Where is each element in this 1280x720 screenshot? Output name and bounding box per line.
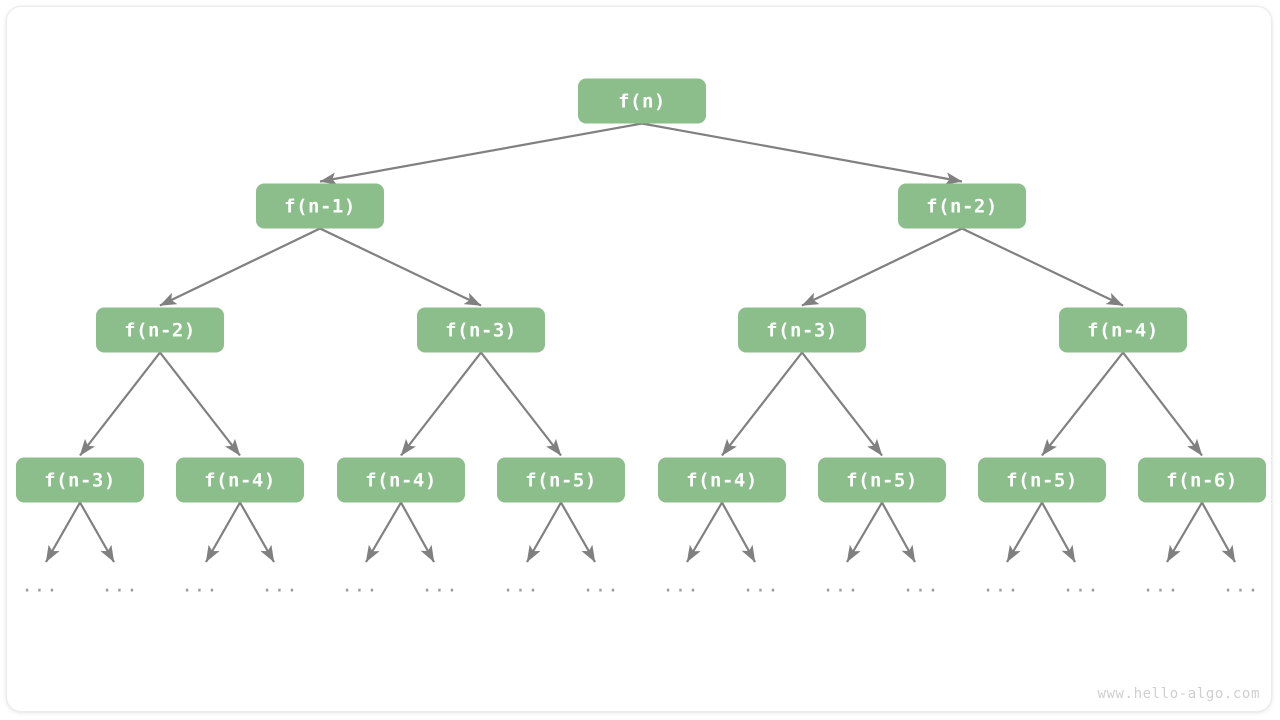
tree-edge-n4-to-n10 <box>480 351 562 457</box>
ellipsis-marker: ... <box>21 575 58 597</box>
leaf-edge-n12-to-e11 <box>881 501 916 563</box>
node-box <box>1138 457 1266 503</box>
edges-layer <box>79 122 1203 457</box>
tree-edge-n3-to-n8 <box>159 351 241 457</box>
ellipsis-marker: ... <box>1142 575 1179 597</box>
tree-edge-n4-to-n9 <box>400 351 482 457</box>
ellipsis-marker: ... <box>101 575 138 597</box>
node-box <box>578 78 706 124</box>
node-box <box>417 307 545 353</box>
ellipsis-marker: ... <box>902 575 939 597</box>
tree-edge-n1-to-n3 <box>159 227 321 307</box>
node-box <box>978 457 1106 503</box>
tree-node-n7[interactable]: f(n-3) <box>16 457 144 503</box>
tree-edge-n1-to-n4 <box>319 227 482 307</box>
node-box <box>738 307 866 353</box>
tree-node-n5[interactable]: f(n-3) <box>738 307 866 353</box>
ellipsis-marker: ... <box>742 575 779 597</box>
leaf-edge-n14-to-e14 <box>1166 501 1203 563</box>
leaf-edge-n9-to-e5 <box>400 501 435 563</box>
tree-edge-n6-to-n14 <box>1122 351 1203 457</box>
tree-node-n9[interactable]: f(n-4) <box>337 457 465 503</box>
leaf-edge-n10-to-e7 <box>560 501 596 563</box>
tree-node-n8[interactable]: f(n-4) <box>176 457 304 503</box>
ellipsis-marker: ... <box>421 575 458 597</box>
node-label: f(n-1) <box>284 196 356 218</box>
tree-node-n0[interactable]: f(n) <box>578 78 706 124</box>
leaf-edge-n14-to-e15 <box>1201 501 1236 563</box>
tree-edge-n5-to-n11 <box>721 351 803 457</box>
node-box <box>337 457 465 503</box>
node-label: f(n-4) <box>204 470 276 492</box>
node-label: f(n-4) <box>365 470 437 492</box>
ellipsis-marker: ... <box>662 575 699 597</box>
node-label: f(n-4) <box>1087 320 1159 342</box>
ellipsis-marker: ... <box>181 575 218 597</box>
tree-node-n4[interactable]: f(n-3) <box>417 307 545 353</box>
leaf-edge-n10-to-e6 <box>526 501 562 563</box>
leaf-edge-n7-to-e0 <box>45 501 81 563</box>
node-box <box>497 457 625 503</box>
ellipses-layer: ........................................… <box>21 575 1259 597</box>
node-box <box>16 457 144 503</box>
ellipsis-marker: ... <box>582 575 619 597</box>
tree-node-n1[interactable]: f(n-1) <box>256 183 384 229</box>
node-box <box>818 457 946 503</box>
node-box <box>898 183 1026 229</box>
watermark: www.hello-algo.com <box>1097 686 1260 702</box>
leaf-edge-n13-to-e13 <box>1041 501 1076 563</box>
ellipsis-marker: ... <box>1062 575 1099 597</box>
node-label: f(n-5) <box>525 470 597 492</box>
node-label: f(n) <box>618 91 666 113</box>
node-label: f(n-3) <box>445 320 517 342</box>
ellipsis-marker: ... <box>502 575 539 597</box>
leaf-edge-n11-to-e8 <box>686 501 723 563</box>
tree-edge-n3-to-n7 <box>79 351 161 457</box>
nodes-layer: f(n) f(n-1) f(n-2) f(n-2) f(n-3) f(n-3) f(n-4)… <box>16 78 1266 503</box>
node-box <box>658 457 786 503</box>
node-label: f(n-5) <box>846 470 918 492</box>
leaf-edge-n11-to-e9 <box>721 501 756 563</box>
leaf-edge-n8-to-e2 <box>205 501 241 563</box>
leaf-edge-n12-to-e10 <box>846 501 883 563</box>
ellipsis-marker: ... <box>341 575 378 597</box>
ellipsis-marker: ... <box>982 575 1019 597</box>
node-label: f(n-3) <box>766 320 838 342</box>
tree-edge-n5-to-n12 <box>801 351 883 457</box>
node-box <box>176 457 304 503</box>
leaf-edge-n7-to-e1 <box>79 501 115 563</box>
node-label: f(n-3) <box>44 470 116 492</box>
ellipsis-marker: ... <box>261 575 298 597</box>
tree-node-n10[interactable]: f(n-5) <box>497 457 625 503</box>
node-box <box>256 183 384 229</box>
tree-node-n12[interactable]: f(n-5) <box>818 457 946 503</box>
ellipsis-marker: ... <box>822 575 859 597</box>
tree-node-n11[interactable]: f(n-4) <box>658 457 786 503</box>
node-label: f(n-5) <box>1006 470 1078 492</box>
tree-node-n6[interactable]: f(n-4) <box>1059 307 1187 353</box>
tree-node-n2[interactable]: f(n-2) <box>898 183 1026 229</box>
node-label: f(n-2) <box>926 196 998 218</box>
ellipsis-marker: ... <box>1222 575 1259 597</box>
node-box <box>96 307 224 353</box>
tree-node-n14[interactable]: f(n-6) <box>1138 457 1266 503</box>
tree-edge-n2-to-n5 <box>801 227 963 307</box>
tree-edge-n0-to-n1 <box>319 122 643 185</box>
node-label: f(n-4) <box>686 470 758 492</box>
leaf-edges-layer <box>45 501 1236 563</box>
node-label: f(n-2) <box>124 320 196 342</box>
tree-node-n13[interactable]: f(n-5) <box>978 457 1106 503</box>
leaf-edge-n9-to-e4 <box>365 501 402 563</box>
leaf-edge-n13-to-e12 <box>1006 501 1043 563</box>
tree-edge-n6-to-n13 <box>1041 351 1124 457</box>
tree-edge-n0-to-n2 <box>641 122 963 185</box>
leaf-edge-n8-to-e3 <box>239 501 275 563</box>
tree-node-n3[interactable]: f(n-2) <box>96 307 224 353</box>
tree-edge-n2-to-n6 <box>961 227 1124 307</box>
node-label: f(n-6) <box>1166 470 1238 492</box>
node-box <box>1059 307 1187 353</box>
